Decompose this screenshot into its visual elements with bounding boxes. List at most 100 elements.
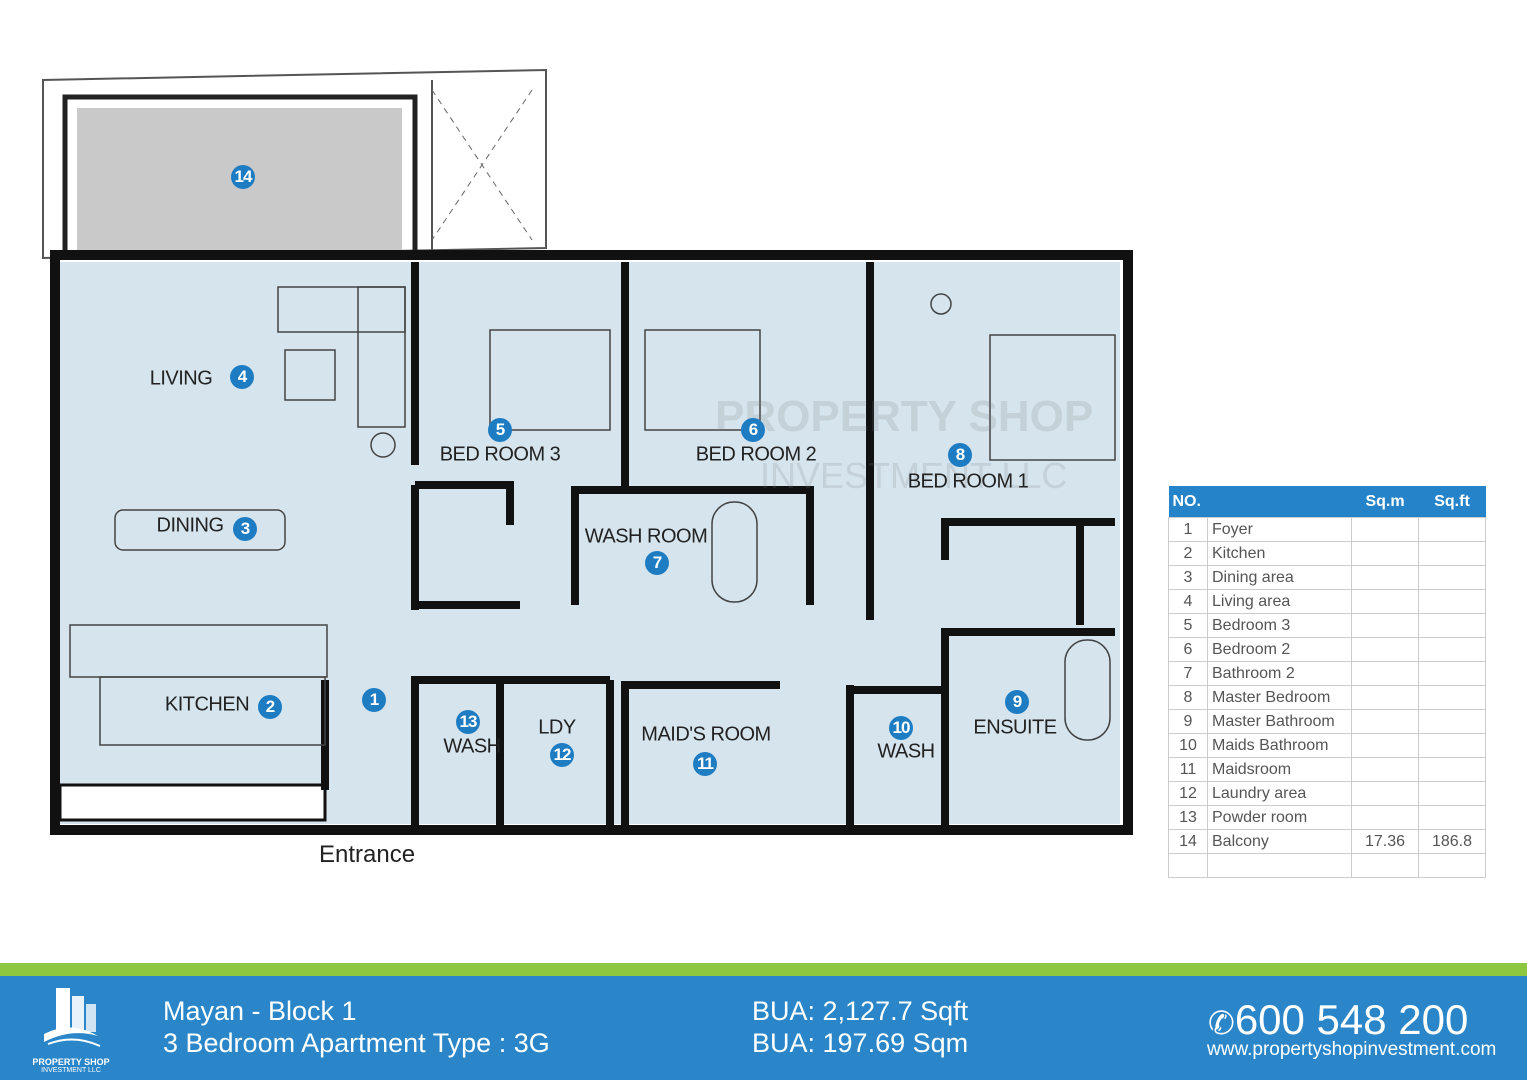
area-sqft: 186.8 bbox=[1418, 829, 1486, 854]
room-name: Balcony bbox=[1207, 829, 1352, 854]
logo-building-icon bbox=[44, 988, 101, 1047]
row-number: 13 bbox=[1168, 805, 1208, 830]
area-sqm bbox=[1351, 517, 1419, 542]
room-label-bedroom-1: BED ROOM 1 bbox=[907, 470, 1029, 493]
footer-bar: PROPERTY SHOP INVESTMENT LLC Mayan - Blo… bbox=[0, 976, 1527, 1080]
row-number: 1 bbox=[1168, 517, 1208, 542]
row-number: 8 bbox=[1168, 685, 1208, 710]
interior-walls bbox=[321, 262, 1115, 828]
area-sqft bbox=[1418, 517, 1486, 542]
room-name: Master Bedroom bbox=[1207, 685, 1352, 710]
entrance-label: Entrance bbox=[319, 841, 416, 868]
area-sqm bbox=[1351, 781, 1419, 806]
table-header-row: NO. Sq.m Sq.ft bbox=[1168, 486, 1486, 518]
room-marker-13: 13 bbox=[456, 710, 480, 734]
area-sqm bbox=[1351, 757, 1419, 782]
row-number: 6 bbox=[1168, 637, 1208, 662]
area-sqft bbox=[1418, 637, 1486, 662]
area-sqft bbox=[1418, 661, 1486, 686]
room-name: Bedroom 2 bbox=[1207, 637, 1352, 662]
area-sqft bbox=[1418, 853, 1486, 878]
website-link[interactable]: www.propertyshopinvestment.com bbox=[1207, 1039, 1497, 1060]
area-sqm bbox=[1351, 661, 1419, 686]
area-sqft bbox=[1418, 781, 1486, 806]
header-sqm: Sq.m bbox=[1351, 486, 1419, 518]
area-sqm bbox=[1351, 805, 1419, 830]
room-marker-12: 12 bbox=[550, 743, 574, 767]
balcony bbox=[42, 68, 547, 260]
row-number: 3 bbox=[1168, 565, 1208, 590]
phone[interactable]: ✆600 548 200 bbox=[1208, 996, 1468, 1044]
room-name: Maids Bathroom bbox=[1207, 733, 1352, 758]
area-sqm bbox=[1351, 589, 1419, 614]
table-row bbox=[1168, 853, 1486, 878]
area-sqm bbox=[1351, 853, 1419, 878]
phone-icon: ✆ bbox=[1208, 1005, 1235, 1041]
row-number bbox=[1168, 853, 1208, 878]
row-number: 2 bbox=[1168, 541, 1208, 566]
area-sqft bbox=[1418, 589, 1486, 614]
room-marker-11: 11 bbox=[693, 752, 717, 776]
room-name: Living area bbox=[1207, 589, 1352, 614]
logo-subtext: INVESTMENT LLC bbox=[41, 1067, 101, 1074]
bua-sqm: BUA: 197.69 Sqm bbox=[752, 1028, 969, 1058]
room-label-maids-room: MAID'S ROOM bbox=[641, 723, 771, 746]
row-number: 7 bbox=[1168, 661, 1208, 686]
row-number: 10 bbox=[1168, 733, 1208, 758]
area-sqm bbox=[1351, 685, 1419, 710]
logo-text: PROPERTY SHOP bbox=[32, 1057, 110, 1067]
project-name: Mayan - Block 1 bbox=[163, 996, 357, 1026]
room-marker-2: 2 bbox=[258, 695, 282, 719]
room-marker-10: 10 bbox=[889, 716, 913, 740]
area-sqft bbox=[1418, 733, 1486, 758]
area-sqft bbox=[1418, 565, 1486, 590]
area-sqm bbox=[1351, 709, 1419, 734]
row-number: 4 bbox=[1168, 589, 1208, 614]
room-marker-4: 4 bbox=[230, 365, 254, 389]
area-sqm bbox=[1351, 733, 1419, 758]
room-name: Maidsroom bbox=[1207, 757, 1352, 782]
area-sqft bbox=[1418, 709, 1486, 734]
area-sqm bbox=[1351, 541, 1419, 566]
room-label-wash-room: WASH ROOM bbox=[584, 525, 708, 548]
watermark-subtext: INVESTMENT LLC bbox=[760, 455, 1068, 496]
room-marker-1: 1 bbox=[362, 688, 386, 712]
room-marker-6: 6 bbox=[741, 418, 765, 442]
header-no: NO. bbox=[1168, 486, 1352, 518]
row-number: 5 bbox=[1168, 613, 1208, 638]
area-sqft bbox=[1418, 805, 1486, 830]
area-sqm: 17.36 bbox=[1351, 829, 1419, 854]
room-label-bedroom-2: BED ROOM 2 bbox=[695, 443, 817, 466]
room-marker-5: 5 bbox=[488, 418, 512, 442]
room-name bbox=[1207, 853, 1352, 878]
room-marker-8: 8 bbox=[948, 443, 972, 467]
room-name: Bathroom 2 bbox=[1207, 661, 1352, 686]
room-label-kitchen: KITCHEN bbox=[164, 693, 250, 716]
room-name: Dining area bbox=[1207, 565, 1352, 590]
floor-plan-drawing bbox=[42, 68, 1133, 835]
area-sqft bbox=[1418, 541, 1486, 566]
room-label-dining: DINING bbox=[156, 514, 225, 537]
row-number: 12 bbox=[1168, 781, 1208, 806]
row-number: 11 bbox=[1168, 757, 1208, 782]
area-sqm bbox=[1351, 565, 1419, 590]
room-marker-3: 3 bbox=[233, 517, 257, 541]
room-name: Powder room bbox=[1207, 805, 1352, 830]
floor-plan: PROPERTY SHOP INVESTMENT LLC LIVING DINI… bbox=[42, 68, 1133, 868]
room-marker-14: 14 bbox=[231, 165, 255, 189]
area-sqft bbox=[1418, 613, 1486, 638]
company-logo: PROPERTY SHOP INVESTMENT LLC bbox=[26, 984, 116, 1074]
watermark-text: PROPERTY SHOP bbox=[715, 392, 1094, 441]
room-name: Foyer bbox=[1207, 517, 1352, 542]
room-name: Bedroom 3 bbox=[1207, 613, 1352, 638]
